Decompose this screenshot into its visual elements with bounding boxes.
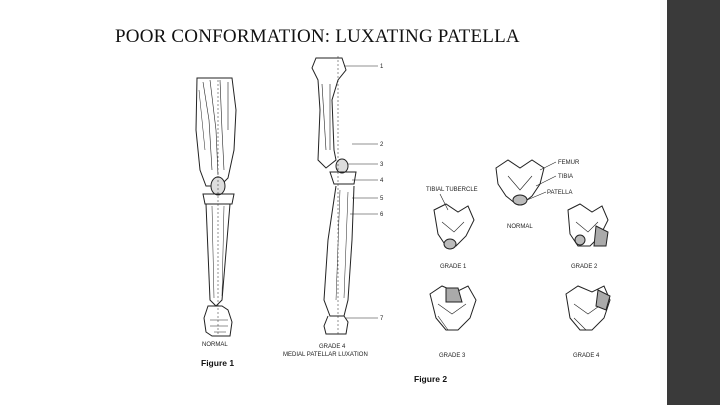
callout-2: 2 — [380, 142, 384, 148]
grade1-label: GRADE 1 — [440, 264, 467, 270]
callout-4: 4 — [380, 178, 384, 184]
grade2-label: GRADE 2 — [571, 264, 598, 270]
tibial-tubercle-label: TIBIAL TUBERCLE — [426, 187, 478, 193]
grade2-knee-drawing — [567, 203, 609, 247]
patella-label: PATELLA — [547, 190, 572, 196]
grade1-knee-drawing — [433, 193, 475, 250]
grade3-label: GRADE 3 — [439, 353, 466, 359]
figure2-caption: Figure 2 — [414, 374, 447, 384]
femur-label: FEMUR — [558, 160, 580, 166]
figure1-caption: Figure 1 — [201, 358, 234, 368]
callout-1: 1 — [380, 64, 384, 70]
grade4-leg-label-line1: GRADE 4 — [319, 344, 346, 350]
grade3-knee-drawing — [429, 285, 477, 331]
grade4-leg-label-line2: MEDIAL PATELLAR LUXATION — [283, 352, 368, 358]
grade4-leg-drawing — [311, 56, 378, 336]
callout-6: 6 — [380, 212, 384, 218]
normal-leg-label: NORMAL — [202, 342, 228, 348]
slide-title: POOR CONFORMATION: LUXATING PATELLA — [115, 26, 520, 47]
callout-5: 5 — [380, 196, 384, 202]
normal-knee-label: NORMAL — [507, 224, 533, 230]
callout-3: 3 — [380, 162, 384, 168]
sidebar-bar — [667, 0, 720, 405]
callout-7: 7 — [380, 316, 384, 322]
tibia-label: TIBIA — [558, 174, 573, 180]
grade4-knee-label: GRADE 4 — [573, 353, 600, 359]
normal-leg-drawing — [195, 77, 237, 337]
normal-knee-drawing — [495, 159, 557, 206]
grade4-knee-drawing — [565, 285, 611, 331]
